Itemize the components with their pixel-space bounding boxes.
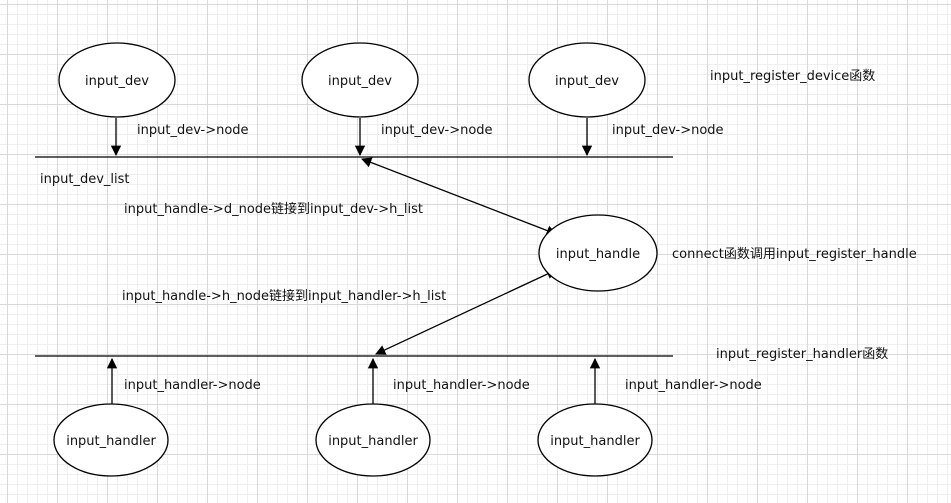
node-label: input_handler [66, 434, 156, 449]
node-label: input_dev [555, 74, 619, 89]
d-node-link-arrow [361, 157, 557, 236]
connect-label: connect函数调用input_register_handle [672, 247, 917, 262]
handler-node-label-1: input_handler->node [124, 378, 261, 393]
register-device-label: input_register_device函数 [710, 69, 875, 84]
dev-list-label: input_dev_list [40, 172, 129, 187]
d-node-link-label: input_handle->d_node链接到input_dev->h_list [124, 201, 423, 217]
register-handler-label: input_register_handler函数 [716, 347, 888, 362]
node-input-handler-3: input_handler [537, 403, 653, 477]
node-input-handler-1: input_handler [53, 403, 169, 477]
handler-node-label-3: input_handler->node [625, 378, 762, 393]
node-label: input_handler [550, 434, 640, 449]
node-label: input_handle [556, 247, 640, 262]
handler-node-label-2: input_handler->node [393, 378, 530, 393]
node-input-dev-2: input_dev [301, 42, 419, 118]
node-label: input_dev [328, 74, 392, 89]
dev-node-label-2: input_dev->node [381, 123, 493, 138]
node-input-handler-2: input_handler [315, 403, 431, 477]
node-input-handle: input_handle [538, 214, 658, 292]
dev-node-label-1: input_dev->node [137, 123, 249, 138]
dev-node-label-3: input_dev->node [612, 123, 724, 138]
node-label: input_handler [328, 434, 418, 449]
node-input-dev-1: input_dev [58, 42, 176, 118]
h-node-link-arrow [375, 269, 557, 355]
h-node-link-label: input_handle->h_node链接到input_handler->h_… [122, 288, 446, 304]
node-label: input_dev [85, 74, 149, 89]
node-input-dev-3: input_dev [528, 42, 646, 118]
